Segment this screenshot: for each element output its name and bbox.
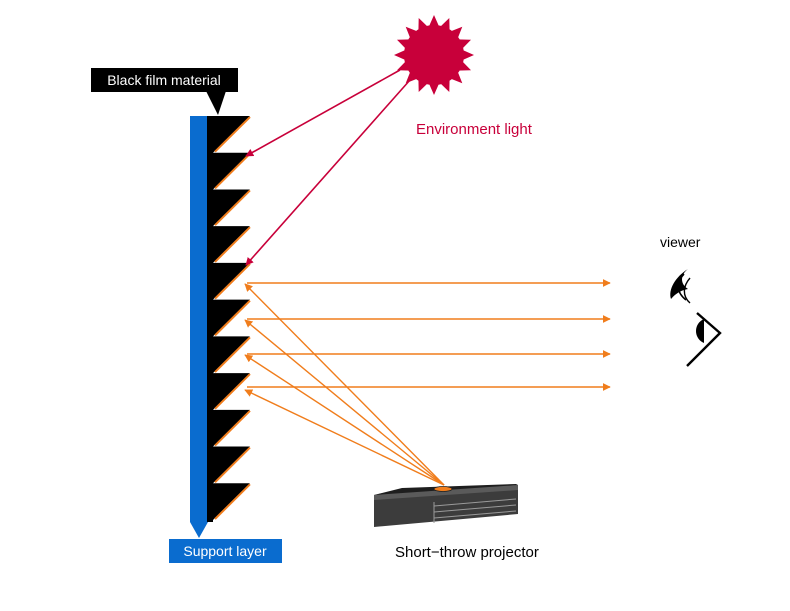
reflected-rays [247,279,611,391]
projector-ray [244,354,445,486]
projector-ray [244,319,445,486]
film-teeth [213,116,251,520]
environment-light-ray [245,69,401,157]
projector-label: Short−throw projector [395,544,539,561]
support-layer-label-text: Support layer [183,543,267,559]
sun-icon [394,15,474,95]
film-tooth-edge [214,373,251,410]
projector-ray [244,389,445,486]
film-tooth-edge [214,263,251,300]
environment-light-ray [245,79,411,266]
black-film-label-text: Black film material [107,72,221,88]
film-tooth-edge [214,483,251,520]
film-tooth-edge [214,189,251,226]
support-layer-label-bg [169,539,282,563]
projector-ray [244,283,445,486]
eye-icon [670,269,722,367]
film-tooth-edge [214,226,251,263]
black-film-label-pointer [206,91,226,115]
black-film-label-bg [91,68,238,92]
support-layer-label-pointer [190,522,208,538]
film-tooth-edge [214,336,251,373]
black-film-label: Black film material [91,68,238,115]
environment-light-label: Environment light [416,121,533,138]
projector-icon [374,484,518,527]
projector-rays [244,283,445,486]
film-tooth-edge [214,153,251,190]
black-film-backing [207,116,213,522]
film-tooth-edge [214,410,251,447]
sun-disc [404,25,464,85]
support-layer-bar [190,116,207,522]
film-tooth-edge [214,116,251,153]
film-tooth-edge [214,299,251,337]
support-layer-label: Support layer [169,522,282,563]
viewer-label: viewer [660,234,701,250]
film-tooth-edge [214,446,251,483]
